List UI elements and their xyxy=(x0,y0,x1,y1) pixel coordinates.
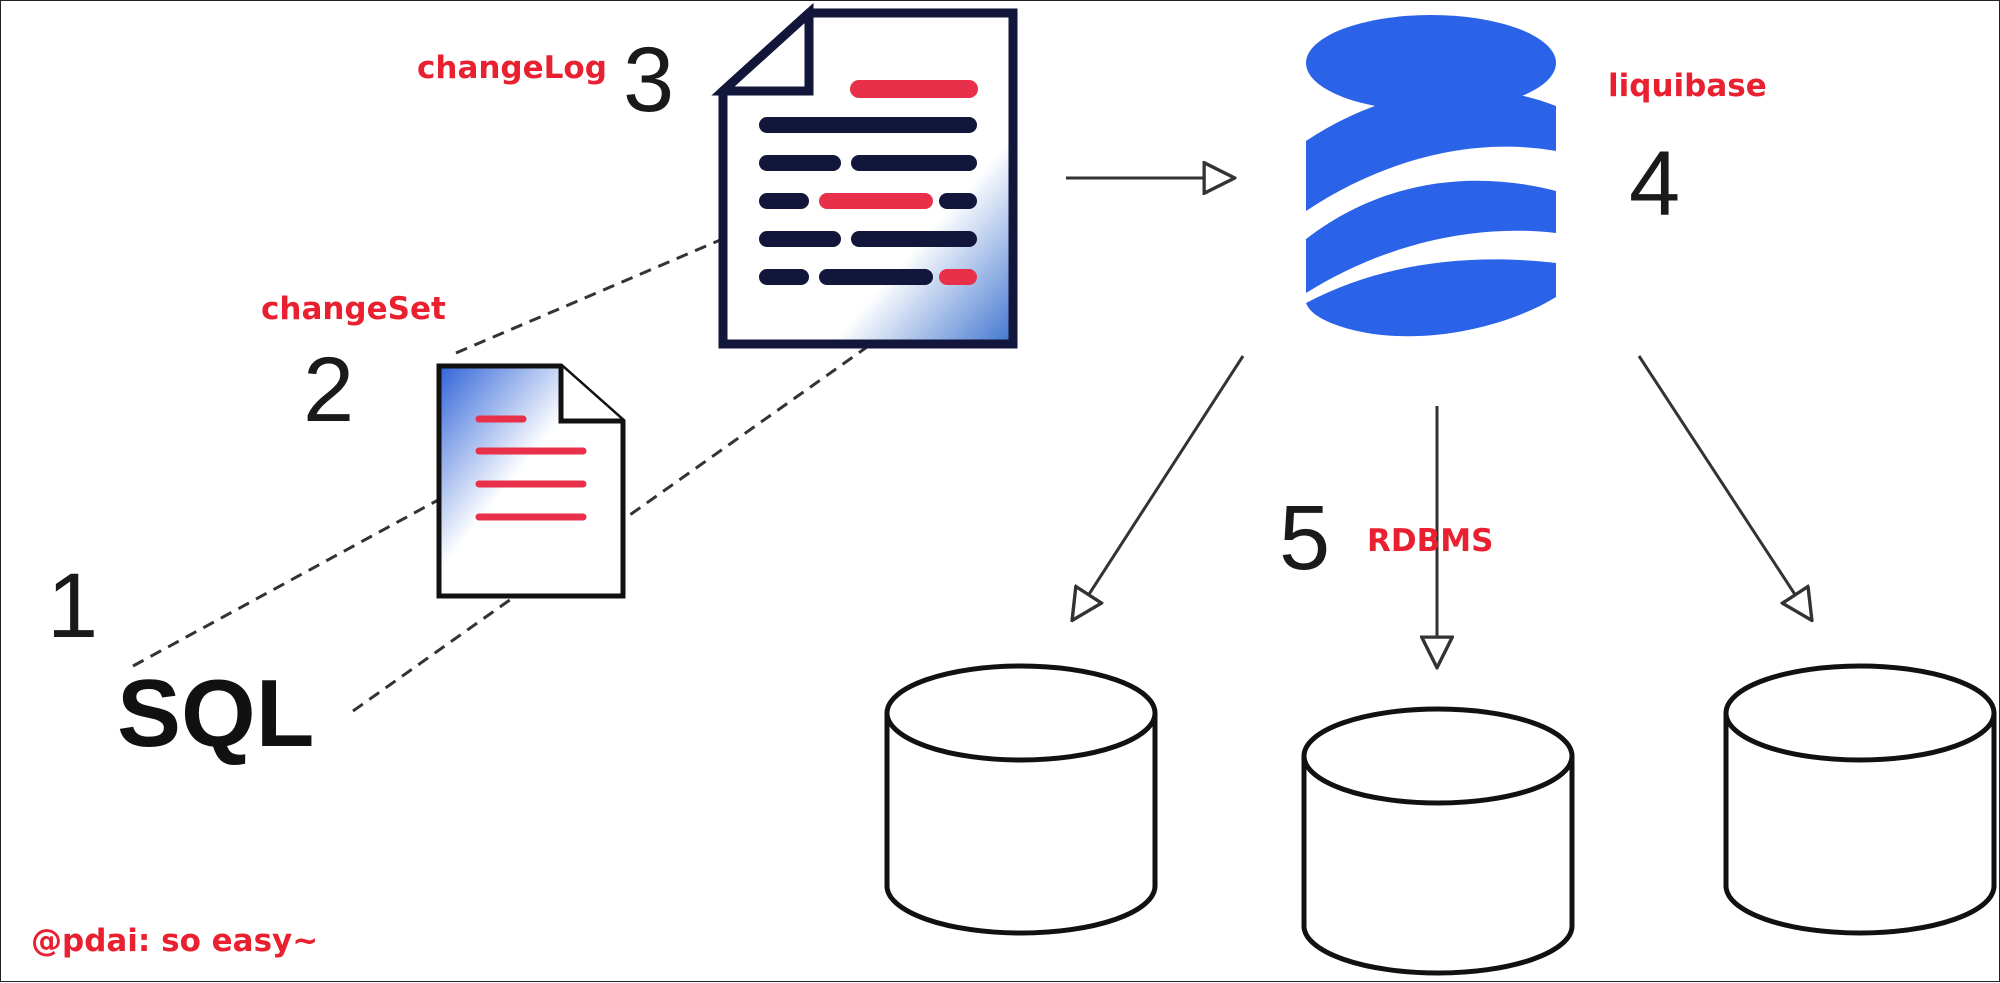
label-rdbms: RDBMS xyxy=(1367,523,1493,559)
liquibase-logo-icon xyxy=(1306,15,1556,337)
changeset-document-icon xyxy=(436,363,626,599)
dashed-line-changeset-to-changelog xyxy=(455,224,754,355)
arrow-liquibase-to-db-left xyxy=(1073,355,1245,619)
step-number-1: 1 xyxy=(47,555,98,657)
dashed-line-sql-to-changeset xyxy=(132,479,474,668)
step-number-5: 5 xyxy=(1279,487,1330,589)
arrow-liquibase-to-db-right xyxy=(1637,355,1811,619)
sql-label: SQL xyxy=(117,660,314,767)
database-cylinder-right xyxy=(1723,663,1997,936)
step-number-2: 2 xyxy=(303,339,354,441)
label-liquibase: liquibase xyxy=(1608,68,1767,104)
label-changeset: changeSet xyxy=(261,291,446,327)
label-changelog: changeLog xyxy=(417,50,607,86)
dashed-line-sql-to-changelog xyxy=(352,277,964,713)
watermark-text: @pdai: so easy~ xyxy=(31,923,318,959)
database-cylinder-left xyxy=(884,663,1158,936)
dashed-connectors xyxy=(132,224,964,713)
database-cylinder-middle xyxy=(1301,706,1575,976)
step-number-4: 4 xyxy=(1629,133,1680,235)
step-number-3: 3 xyxy=(623,29,674,131)
changelog-document-icon xyxy=(711,2,1018,349)
